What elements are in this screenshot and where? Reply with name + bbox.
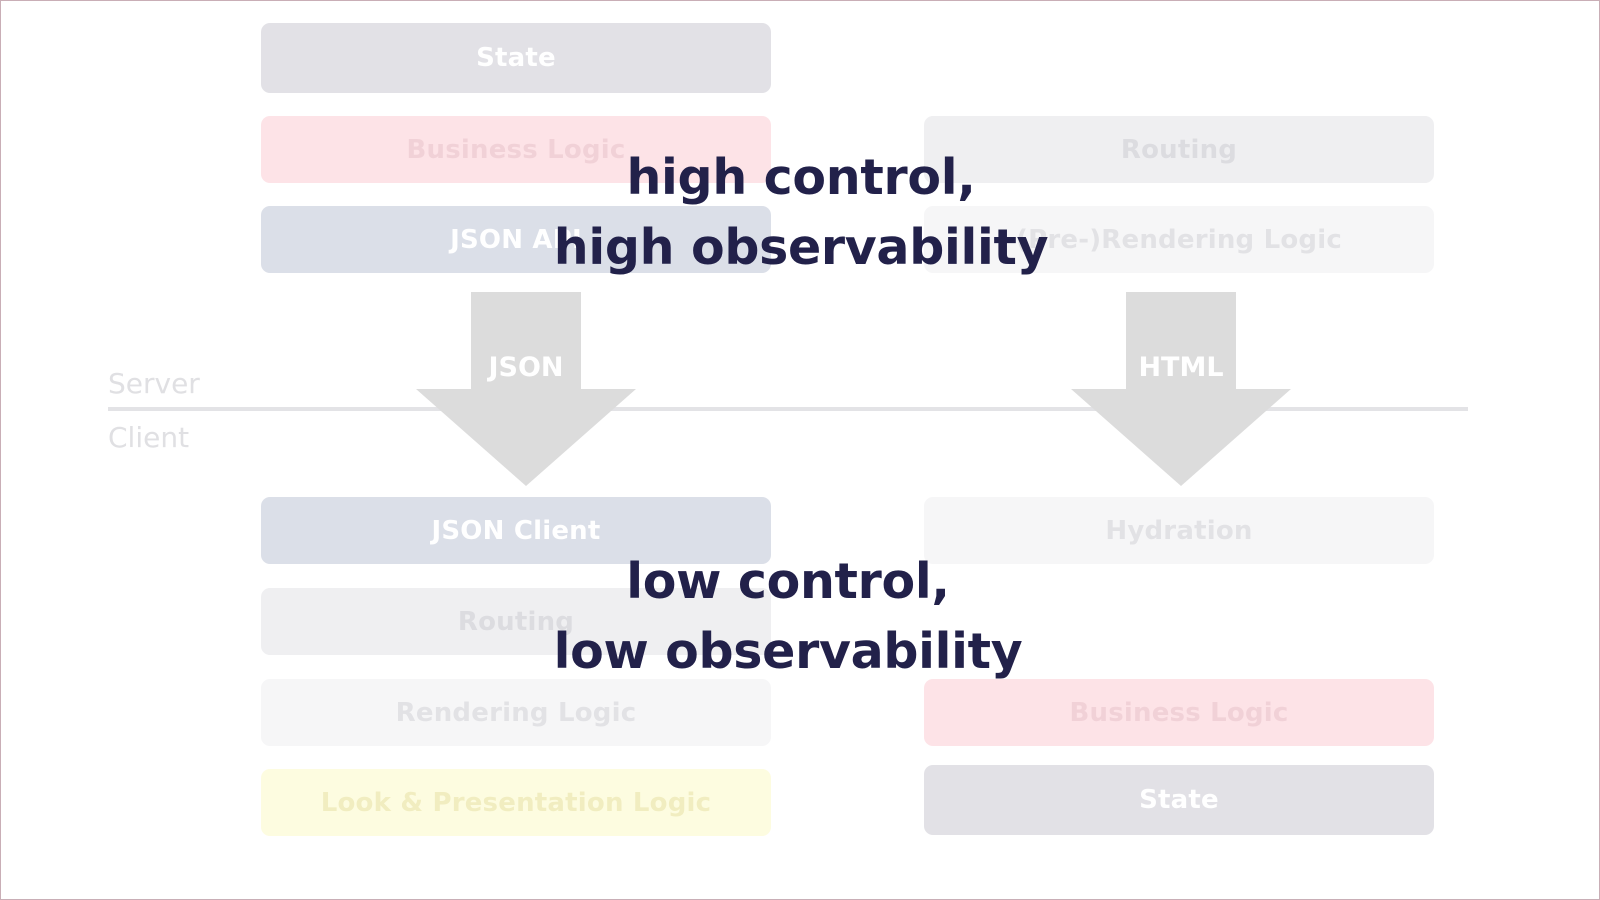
left-state-block: State: [261, 23, 771, 93]
client-label: Client: [108, 421, 190, 454]
right-business-logic-block: Business Logic: [924, 679, 1434, 746]
low-observability-line: low observability: [553, 623, 1023, 680]
right-routing-block: Routing: [924, 116, 1434, 183]
json-arrow-label: JSON: [486, 352, 563, 383]
json-api-block: JSON API: [261, 206, 771, 273]
html-arrow-shape: [1071, 292, 1291, 486]
left-routing-block: Routing: [261, 588, 771, 655]
high-control-statement: high control, high observability: [501, 143, 1101, 283]
low-control-statement: low control, low observability: [488, 547, 1088, 687]
low-control-line: low control,: [626, 553, 950, 610]
json-client-block: JSON Client: [261, 497, 771, 564]
look-presentation-logic-block: Look & Presentation Logic: [261, 769, 771, 836]
high-control-line: high control,: [626, 149, 976, 206]
rendering-logic-block: Rendering Logic: [261, 679, 771, 746]
high-observability-line: high observability: [553, 219, 1049, 276]
left-business-logic-block: Business Logic: [261, 116, 771, 183]
server-client-divider: [108, 407, 1468, 411]
right-state-block: State: [924, 765, 1434, 835]
html-arrow-label: HTML: [1138, 352, 1223, 383]
hydration-block: Hydration: [924, 497, 1434, 564]
pre-rendering-logic-block: (Pre-)Rendering Logic: [924, 206, 1434, 273]
json-arrow-shape: [416, 292, 636, 486]
server-label: Server: [108, 367, 200, 400]
